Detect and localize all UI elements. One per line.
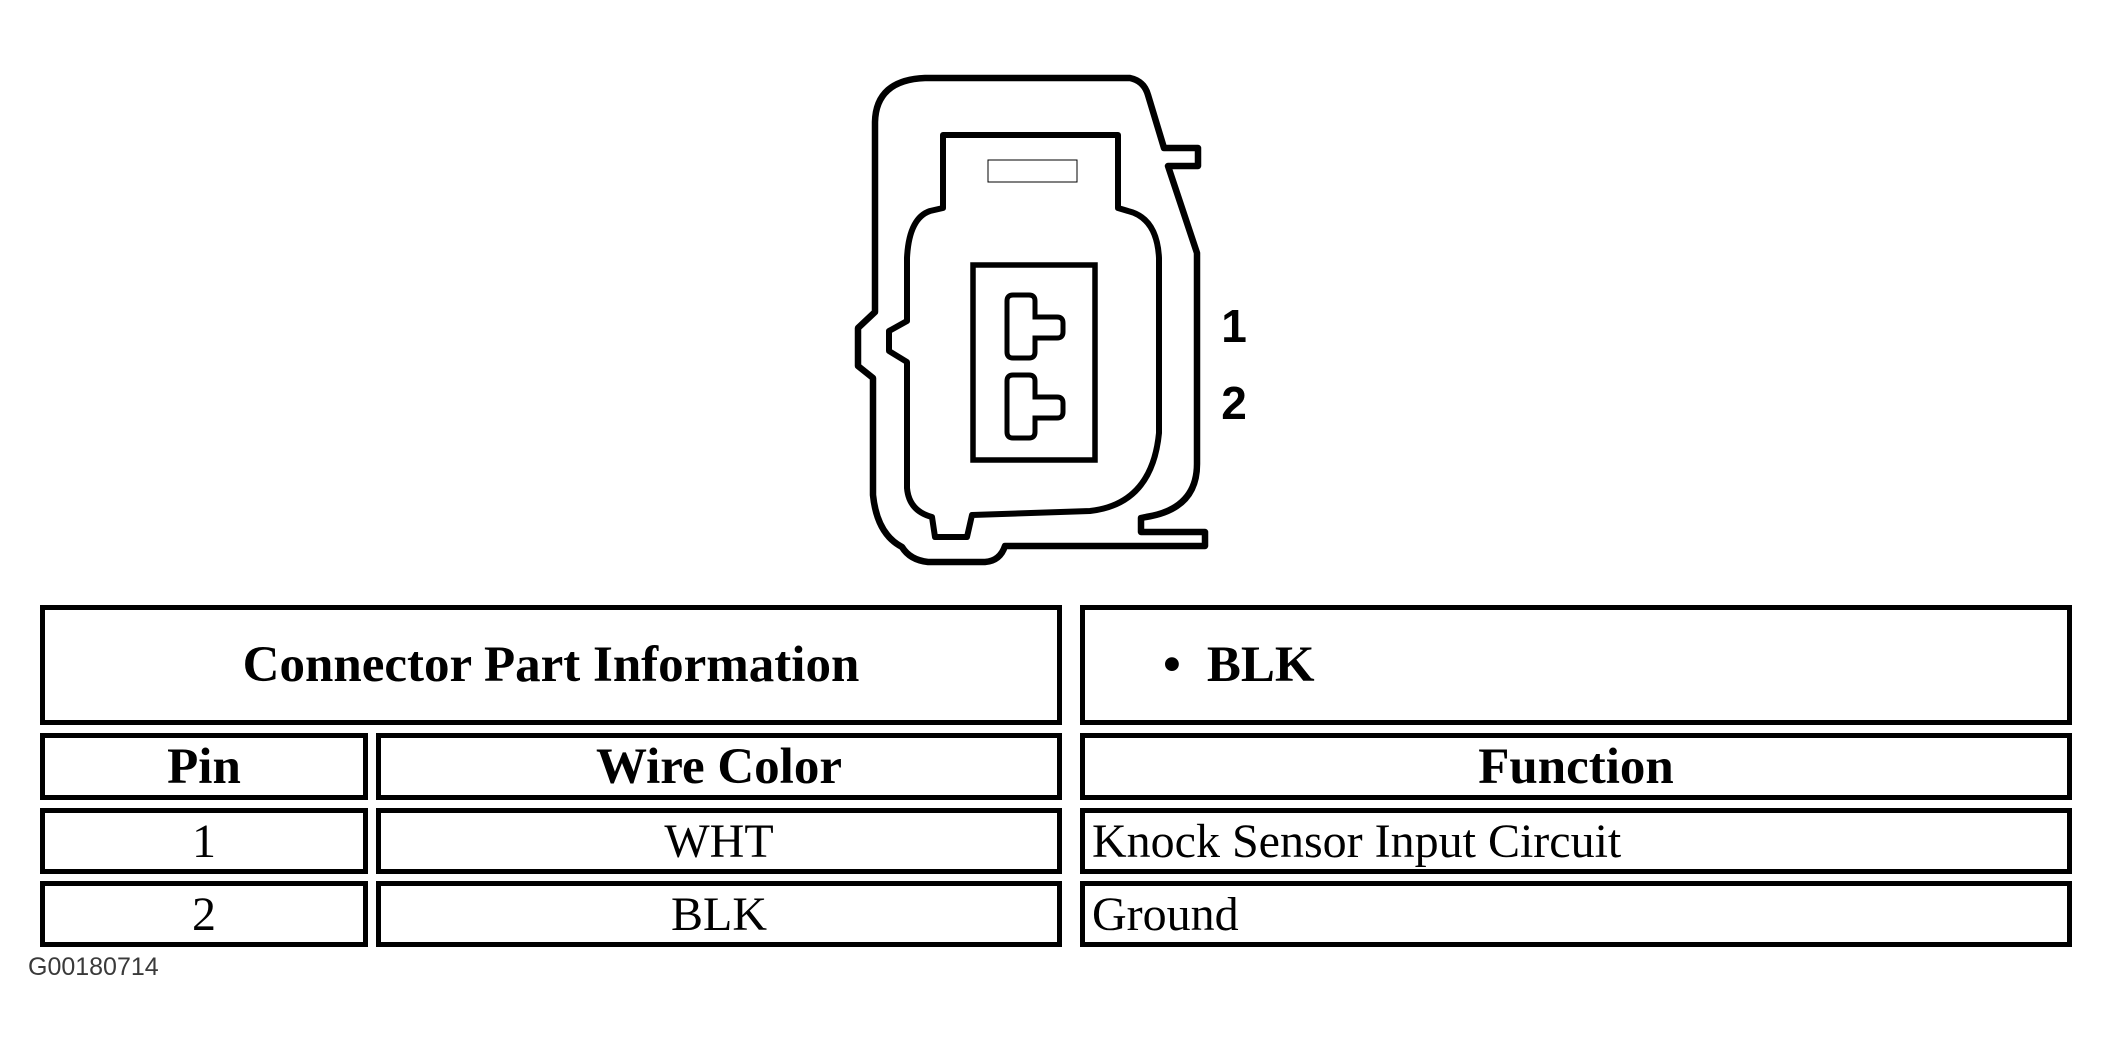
column-header-function: Function (1080, 733, 2072, 800)
table-row-1-wire-color: WHT (376, 808, 1062, 874)
lock-slot (987, 159, 1078, 183)
table-row-2-pin: 2 (40, 881, 368, 947)
table-row-2-function: Ground (1080, 881, 2072, 947)
part-info-header-label: Connector Part Information (242, 637, 860, 693)
connector-diagram: 1 2 (854, 74, 1247, 566)
column-header-wire-color: Wire Color (376, 733, 1062, 800)
terminal-2 (1004, 372, 1066, 441)
table-row-2-wire-color: BLK (376, 881, 1062, 947)
figure-id: G00180714 (28, 953, 159, 981)
bullet-icon: • (1163, 637, 1181, 693)
pin-label-1: 1 (1221, 300, 1247, 352)
terminal-1 (1004, 292, 1066, 361)
part-info-value-cell: • BLK (1080, 605, 2072, 725)
column-header-pin: Pin (40, 733, 368, 800)
table-row-1-pin: 1 (40, 808, 368, 874)
table-row-1-function: Knock Sensor Input Circuit (1080, 808, 2072, 874)
pin-label-2: 2 (1221, 377, 1247, 429)
part-info-value: BLK (1206, 637, 1315, 693)
part-info-header-cell: Connector Part Information (40, 605, 1062, 725)
